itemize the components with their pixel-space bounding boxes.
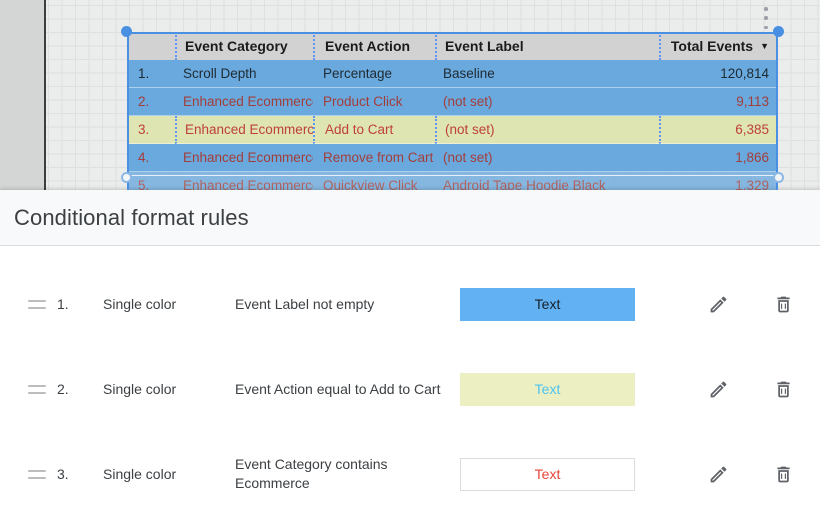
rule-condition: Event Label not empty [235, 295, 375, 312]
rule-condition: Event Action equal to Add to Cart [235, 380, 441, 397]
total-events-label: Total Events [670, 38, 754, 54]
rule-type: Single color [103, 296, 177, 312]
header-cell-rownum[interactable] [127, 32, 175, 60]
edit-rule-button[interactable] [706, 377, 730, 401]
report-canvas[interactable]: Event Category Event Action Event Label … [0, 0, 820, 190]
resize-handle-top-left[interactable] [121, 26, 132, 37]
trash-icon [776, 296, 790, 312]
rule-color-preview[interactable]: Text [460, 287, 635, 321]
delete-rule-button[interactable] [771, 292, 795, 316]
table-row: 1. Scroll Depth Percentage Baseline 120,… [127, 60, 778, 88]
rule-number: 1. [57, 296, 69, 312]
rule-color-preview[interactable]: Text [460, 457, 635, 491]
pencil-icon [710, 296, 726, 312]
trash-icon [776, 466, 790, 482]
format-rule-row: 1. Single color Event Label not empty Te… [0, 278, 820, 330]
conditional-format-panel: Conditional format rules 1. Single color… [0, 190, 820, 524]
rule-number: 3. [57, 466, 69, 482]
sort-descending-icon[interactable]: ▼ [760, 41, 769, 51]
more-options-icon[interactable] [760, 7, 772, 29]
drag-handle-icon[interactable] [28, 469, 46, 479]
table-header-row: Event Category Event Action Event Label … [127, 32, 778, 60]
header-cell-event-category[interactable]: Event Category [175, 32, 313, 60]
resize-handle-bottom-left[interactable] [121, 172, 132, 183]
table-row-highlighted: 3. Enhanced Ecommerce Add to Cart (not s… [127, 116, 778, 144]
header-cell-event-action[interactable]: Event Action [313, 32, 435, 60]
rules-list: 1. Single color Event Label not empty Te… [0, 246, 820, 500]
panel-title: Conditional format rules [14, 204, 249, 230]
header-cell-total-events[interactable]: Total Events ▼ [659, 32, 778, 60]
rule-type: Single color [103, 466, 177, 482]
table-row: 2. Enhanced Ecommerce Product Click (not… [127, 88, 778, 116]
delete-rule-button[interactable] [771, 462, 795, 486]
rule-number: 2. [57, 381, 69, 397]
table-row: 4. Enhanced Ecommerce Remove from Cart (… [127, 144, 778, 172]
delete-rule-button[interactable] [771, 377, 795, 401]
pencil-icon [710, 381, 726, 397]
drag-handle-icon[interactable] [28, 299, 46, 309]
rule-type: Single color [103, 381, 177, 397]
table-row-clipped: 5. Enhanced Ecommerce Quickview Click An… [127, 172, 778, 190]
trash-icon [776, 381, 790, 397]
edit-rule-button[interactable] [706, 292, 730, 316]
table-chart[interactable]: Event Category Event Action Event Label … [121, 26, 784, 190]
canvas-left-gutter [0, 0, 46, 190]
resize-handle-top-right[interactable] [773, 26, 784, 37]
edit-rule-button[interactable] [706, 462, 730, 486]
resize-handle-bottom-right[interactable] [773, 172, 784, 183]
format-rule-row: 3. Single color Event Category contains … [0, 448, 820, 500]
drag-handle-icon[interactable] [28, 384, 46, 394]
format-rule-row: 2. Single color Event Action equal to Ad… [0, 363, 820, 415]
header-cell-event-label[interactable]: Event Label [435, 32, 659, 60]
panel-header: Conditional format rules [0, 190, 820, 246]
rule-color-preview[interactable]: Text [460, 372, 635, 406]
rule-condition: Event Category contains Ecommerce [235, 456, 388, 491]
pencil-icon [710, 466, 726, 482]
